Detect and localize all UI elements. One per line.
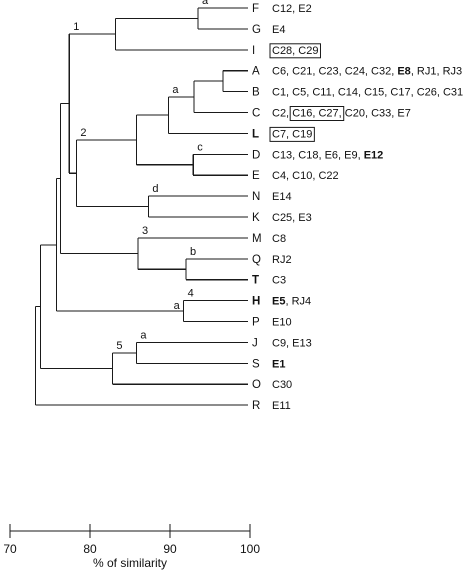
member-text: C6, C21, C23, C24, C32, (272, 66, 397, 78)
axis-tick-label: 80 (83, 542, 97, 556)
axis-tick-label: 100 (240, 542, 260, 556)
similarity-axis: 70 80 90 100 % of similarity (3, 524, 260, 570)
member-text: E14 (272, 191, 292, 203)
cluster-label: c (197, 141, 203, 153)
cluster-label: a (172, 84, 179, 96)
leaf-members-Q: RJ2 (272, 254, 292, 266)
member-text: C20, C33, E7 (342, 108, 411, 120)
member-text: E5 (272, 296, 285, 308)
leaf-members-K: C25, E3 (272, 212, 312, 224)
cluster-label: 1 (73, 21, 79, 33)
leaf-letter-H: H (252, 296, 260, 308)
axis-title: % of similarity (93, 556, 167, 570)
leaf-members-B: C1, C5, C11, C14, C15, C17, C26, C31 (272, 87, 463, 99)
leaf-letter-G: G (252, 24, 261, 36)
leaf-letter-S: S (252, 358, 260, 370)
leaf-members-C: C2, C16, C27, C20, C33, E7 (272, 108, 411, 120)
leaf-letter-P: P (252, 317, 260, 329)
member-text: C3 (272, 275, 286, 287)
leaf-letter-O: O (252, 379, 261, 391)
member-text: C30 (272, 379, 292, 391)
cluster-label: d (152, 183, 158, 195)
leaf-letter-C: C (252, 108, 260, 120)
leaf-letter-B: B (252, 87, 260, 99)
cluster-label: 5 (116, 340, 122, 352)
member-text: E1 (272, 358, 285, 370)
leaf-members-N: E14 (272, 191, 292, 203)
leaf-members-O: C30 (272, 379, 292, 391)
cluster-label: 3 (142, 225, 148, 237)
member-text: C1, C5, C11, C14, C15, C17, C26, C31 (272, 87, 463, 99)
axis-ticks: 70 80 90 100 (3, 524, 260, 556)
leaf-members-A: C6, C21, C23, C24, C32, E8, RJ1, RJ3 (272, 66, 462, 78)
leaf-members-H: E5, RJ4 (272, 296, 311, 308)
cluster-label: a (140, 329, 147, 341)
leaf-members-E: C4, C10, C22 (272, 170, 339, 182)
leaf-members-M: C8 (272, 233, 286, 245)
cluster-label: 2 (80, 127, 86, 139)
cluster-label: b (190, 246, 196, 258)
member-text: C13, C18, E6, E9, (272, 149, 364, 161)
leaf-members-P: E10 (272, 317, 292, 329)
member-box-C (289, 106, 345, 121)
leaf-letter-Q: Q (252, 254, 261, 266)
member-text: RJ2 (272, 254, 292, 266)
member-text: C25, E3 (272, 212, 312, 224)
member-text: E11 (272, 400, 291, 412)
member-text: E4 (272, 24, 285, 36)
cluster-label: a (202, 0, 209, 7)
member-box-I (269, 43, 321, 59)
leaf-members-F: C12, E2 (272, 3, 312, 15)
leaf-letter-K: K (252, 212, 260, 224)
tree-branches (35, 7, 248, 406)
leaf-members-L: C7, C19 (272, 128, 312, 140)
leaf-members-S: E1 (272, 358, 285, 370)
leaf-letter-F: F (252, 3, 259, 15)
member-text: E10 (272, 317, 292, 329)
leaf-letter-J: J (252, 337, 258, 349)
boxed-members: C16, C27, (292, 108, 342, 120)
boxed-members: C7, C19 (272, 128, 312, 140)
leaf-letter-I: I (252, 45, 255, 57)
leaf-members-G: E4 (272, 24, 285, 36)
leaf-letter-A: A (252, 66, 260, 78)
leaf-letter-L: L (252, 128, 259, 140)
axis-tick-label: 70 (3, 542, 17, 556)
boxed-members: C28, C29 (272, 45, 318, 57)
member-text: E8 (397, 66, 410, 78)
cluster-label: 4 (188, 288, 194, 300)
member-text: C8 (272, 233, 286, 245)
leaf-letter-R: R (252, 400, 260, 412)
leaf-members-D: C13, C18, E6, E9, E12 (272, 149, 383, 161)
leaf-members-I: C28, C29 (272, 45, 318, 57)
leaf-members-T: C3 (272, 275, 286, 287)
member-text: , RJ1, RJ3 (411, 66, 462, 78)
leaf-members-R: E11 (272, 400, 291, 412)
leaf-letter-M: M (252, 233, 262, 245)
member-text: E12 (364, 149, 384, 161)
leaf-members-J: C9, E13 (272, 337, 312, 349)
axis-tick-label: 90 (163, 542, 177, 556)
member-text: C4, C10, C22 (272, 170, 339, 182)
member-box-L (269, 126, 315, 142)
leaf-letter-E: E (252, 170, 260, 182)
subcluster-label: a (174, 300, 181, 312)
member-text: , RJ4 (285, 296, 311, 308)
leaf-letter-D: D (252, 149, 260, 161)
member-text: C2, (272, 108, 292, 120)
member-text: C12, E2 (272, 3, 312, 15)
leaf-letter-T: T (252, 275, 259, 287)
leaf-letter-N: N (252, 191, 260, 203)
member-text: C9, E13 (272, 337, 312, 349)
